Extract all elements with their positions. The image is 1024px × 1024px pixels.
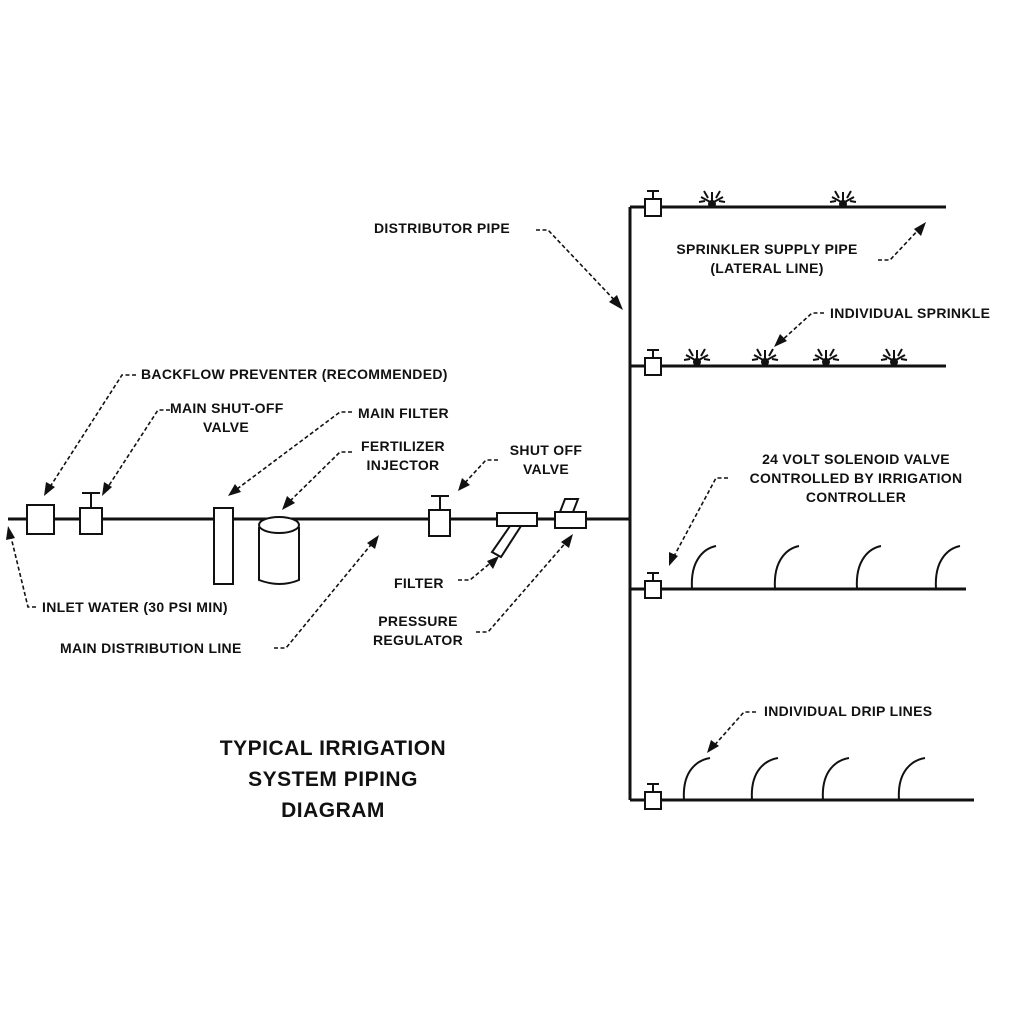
fertilizer-injector-label-line2: INJECTOR (366, 457, 440, 473)
sprinkler-supply-pipe-label: SPRINKLER SUPPLY PIPE (LATERAL LINE) (656, 240, 878, 278)
filter (490, 512, 538, 559)
shut-off-valve-label-line2: VALVE (522, 461, 570, 477)
leader-arrow (707, 711, 756, 753)
sprinkler-head (683, 348, 711, 367)
main-shutoff-valve (79, 492, 103, 535)
sprinkler-head (698, 190, 726, 209)
diagram-title-line2: SYSTEM PIPING (248, 768, 418, 791)
diagram-title: TYPICAL IRRIGATION SYSTEM PIPING DIAGRAM (170, 733, 496, 826)
leader-arrow (476, 534, 573, 633)
leader-arrow (774, 312, 824, 347)
shut-off-valve (428, 495, 451, 537)
sprinkler-head (751, 348, 779, 367)
leader-arrow (102, 409, 170, 496)
shut-off-valve-label: SHUT OFF VALVE (498, 441, 594, 479)
leader-arrow (878, 222, 926, 261)
sprinkler-supply-pipe-label-line1: SPRINKLER SUPPLY PIPE (676, 241, 858, 257)
shut-off-valve-label-line1: SHUT OFF (509, 442, 583, 458)
leader-arrow (458, 556, 499, 581)
solenoid-valve (644, 572, 662, 599)
leader-arrow (6, 526, 36, 608)
lateral-lines (630, 205, 974, 802)
drip-line (750, 757, 779, 801)
leader-arrow (228, 411, 352, 496)
main-filter-label: MAIN FILTER (358, 405, 449, 421)
lateral-valve (644, 349, 662, 376)
backflow-preventer-label: BACKFLOW PREVENTER (RECOMMENDED) (141, 366, 448, 382)
lateral-valve (644, 190, 662, 217)
distributor-pipe-label: DISTRIBUTOR PIPE (374, 220, 511, 236)
fertilizer-injector-label: FERTILIZER INJECTOR (354, 437, 452, 475)
backflow-preventer (26, 504, 55, 535)
drip-line (682, 757, 711, 801)
leader-arrow (274, 535, 379, 649)
lateral-valve (644, 783, 662, 810)
individual-sprinkler-label: INDIVIDUAL SPRINKLE (830, 305, 991, 321)
main-shutoff-valve-label-line1: MAIN SHUT-OFF (170, 400, 284, 416)
pressure-regulator (554, 498, 587, 529)
diagram-title-line1: TYPICAL IRRIGATION (219, 737, 447, 760)
pressure-regulator-label: PRESSURE REGULATOR (362, 612, 474, 650)
drip-line (855, 545, 882, 590)
fertilizer-injector (258, 516, 300, 585)
filter-label: FILTER (394, 575, 444, 591)
solenoid-valve-label-line2: CONTROLLED BY IRRIGATION (749, 470, 963, 486)
sprinkler-supply-pipe-label-line2: (LATERAL LINE) (710, 260, 824, 276)
leader-arrow (282, 451, 352, 510)
drip-line (897, 757, 926, 801)
solenoid-valve-label-line3: CONTROLLER (805, 489, 907, 505)
main-filter (213, 507, 234, 585)
sprinkler-head (829, 190, 857, 209)
pressure-regulator-label-line1: PRESSURE (378, 613, 458, 629)
diagram-title-line3: DIAGRAM (281, 799, 385, 822)
inlet-water-label: INLET WATER (30 PSI MIN) (42, 599, 228, 615)
main-shutoff-valve-label: MAIN SHUT-OFF VALVE (170, 399, 284, 437)
leader-arrow (536, 229, 623, 310)
main-distribution-line-label: MAIN DISTRIBUTION LINE (60, 640, 242, 656)
drip-line (934, 545, 961, 590)
fertilizer-injector-label-line1: FERTILIZER (361, 438, 445, 454)
drip-line (690, 545, 717, 590)
solenoid-valve-label: 24 VOLT SOLENOID VALVE CONTROLLED BY IRR… (730, 450, 982, 507)
drip-line (821, 757, 850, 801)
leader-arrow (44, 374, 136, 496)
pressure-regulator-label-line2: REGULATOR (372, 632, 464, 648)
leader-arrow (458, 459, 498, 491)
sprinkler-head (880, 348, 908, 367)
drip-line (773, 545, 800, 590)
individual-drip-lines-label: INDIVIDUAL DRIP LINES (764, 703, 933, 719)
sprinkler-head (812, 348, 840, 367)
leader-arrow (669, 477, 728, 566)
main-shutoff-valve-label-line2: VALVE (202, 419, 250, 435)
solenoid-valve-label-line1: 24 VOLT SOLENOID VALVE (762, 451, 950, 467)
